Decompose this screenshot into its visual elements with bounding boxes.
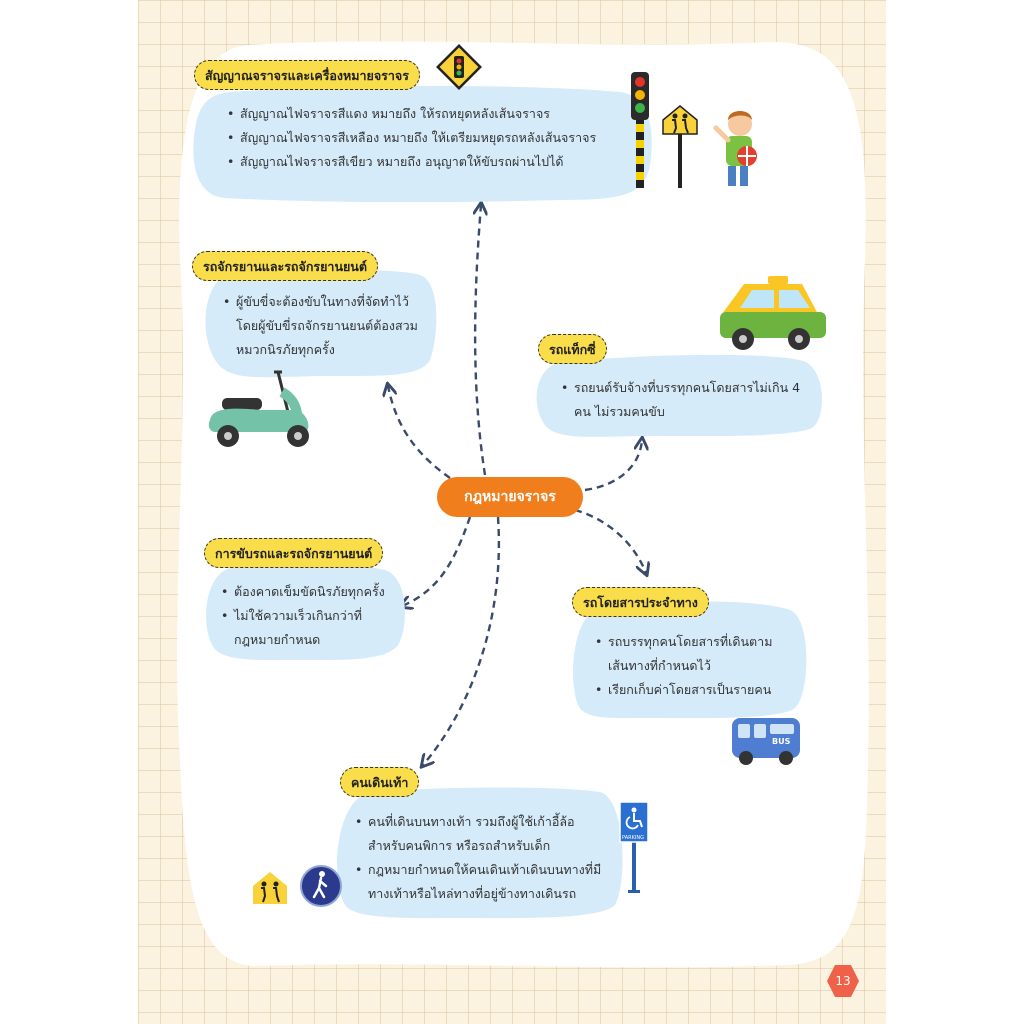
list-item: ต้องคาดเข็มขัดนิรภัยทุกครั้ง xyxy=(221,580,396,604)
motorcycle-content: ผู้ขับขี่จะต้องขับในทางที่จัดทำไว้ โดยผู… xyxy=(218,290,418,370)
scooter-illustration xyxy=(208,370,309,447)
list-item: คนที่เดินบนทางเท้า รวมถึงผู้ใช้เก้าอี้ล้… xyxy=(355,810,612,858)
motorcycle-title: รถจักรยานและรถจักรยานยนต์ xyxy=(192,251,378,281)
driving-title: การขับรถและรถจักรยานยนต์ xyxy=(204,538,384,568)
taxi-illustration xyxy=(720,276,826,350)
connector-driving xyxy=(402,516,472,606)
bus-illustration: BUS xyxy=(732,718,800,765)
list-item: กฎหมายกำหนดให้คนเดินเท้าเดินบนทางที่มีทา… xyxy=(355,858,612,906)
list-item: สัญญาณไฟจราจรสีเหลือง หมายถึง ให้เตรียมห… xyxy=(227,126,642,150)
list-item: เรียกเก็บค่าโดยสารเป็นรายคน xyxy=(595,678,790,702)
pedestrian-walk-sign-icon xyxy=(300,865,342,907)
connector-motorcycle xyxy=(388,386,451,479)
traffic-light-diamond-icon xyxy=(436,44,482,90)
list-item: ผู้ขับขี่จะต้องขับในทางที่จัดทำไว้ โดยผู… xyxy=(223,290,418,362)
list-item: สัญญาณไฟจราจรสีเขียว หมายถึง อนุญาตให้ขั… xyxy=(227,150,642,174)
pedestrian-title: คนเดินเท้า xyxy=(340,767,420,797)
bus-title: รถโดยสารประจำทาง xyxy=(572,587,709,617)
signals-title: สัญญาณจราจรและเครื่องหมายจราจร xyxy=(194,60,420,90)
list-item: สัญญาณไฟจราจรสีแดง หมายถึง ให้รถหยุดหลัง… xyxy=(227,102,642,126)
bus-content: รถบรรทุกคนโดยสารที่เดินตามเส้นทางที่กำหน… xyxy=(590,630,790,710)
school-crossing-sign-icon xyxy=(662,105,698,188)
list-item: ไม่ใช้ความเร็วเกินกว่าที่กฎหมายกำหนด xyxy=(221,604,396,652)
page-number-badge xyxy=(827,965,859,997)
center-node: กฎหมายจราจร xyxy=(437,477,583,517)
taxi-title: รถแท็กซี่ xyxy=(538,334,607,364)
accessible-parking-sign-icon: PARKING xyxy=(619,801,649,893)
taxi-content: รถยนต์รับจ้างที่บรรทุกคนโดยสารไม่เกิน 4 … xyxy=(556,376,806,432)
list-item: รถบรรทุกคนโดยสารที่เดินตามเส้นทางที่กำหน… xyxy=(595,630,790,678)
pedestrian-content: คนที่เดินบนทางเท้า รวมถึงผู้ใช้เก้าอี้ล้… xyxy=(350,810,612,914)
bus-sign-text: BUS xyxy=(772,737,791,746)
pedestrian-crossing-sign-icon xyxy=(253,872,287,904)
parking-sign-text: PARKING xyxy=(622,835,644,841)
signals-content: สัญญาณไฟจราจรสีแดง หมายถึง ให้รถหยุดหลัง… xyxy=(222,102,642,190)
page-number: 13 xyxy=(835,974,851,988)
connector-taxi xyxy=(584,440,642,492)
connector-signals xyxy=(475,205,485,476)
child-illustration xyxy=(713,111,757,186)
connector-bus xyxy=(574,508,646,573)
connector-pedestrian xyxy=(423,516,501,765)
driving-content: ต้องคาดเข็มขัดนิรภัยทุกครั้ง ไม่ใช้ความเ… xyxy=(216,580,396,656)
list-item: รถยนต์รับจ้างที่บรรทุกคนโดยสารไม่เกิน 4 … xyxy=(561,376,806,424)
